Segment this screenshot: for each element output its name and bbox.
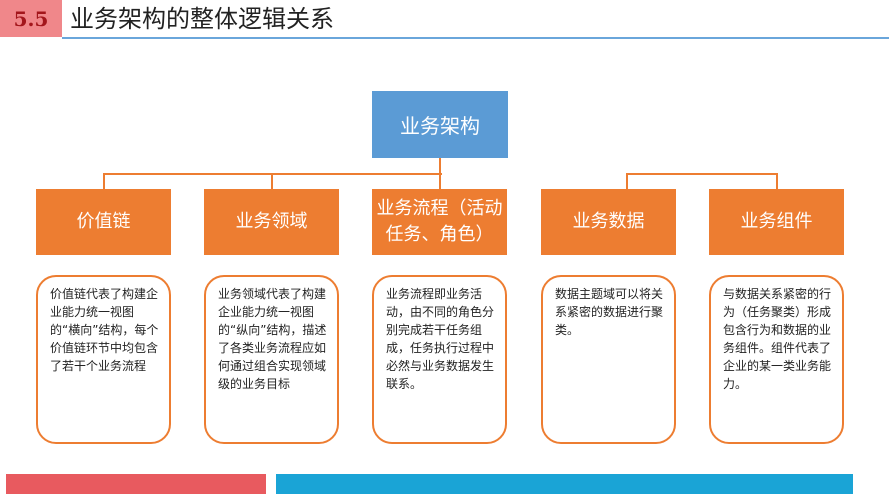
connector-drop-2 [271,173,273,189]
category-business-domain: 业务领域 [204,189,339,255]
description-business-domain: 业务领域代表了构建企业能力统一视图的“纵向”结构，描述了各类业务流程应如何通过组… [204,275,339,444]
connector-drop-1 [103,173,105,189]
page-title: 业务架构的整体逻辑关系 [70,5,334,33]
connector-drop-3 [439,173,441,189]
category-business-data: 业务数据 [541,189,676,255]
description-business-component: 与数据关系紧密的行为（任务聚类）形成包含行为和数据的业务组件。组件代表了企业的某… [709,275,844,444]
category-business-component: 业务组件 [709,189,844,255]
description-value-chain: 价值链代表了构建企业能力统一视图的“横向”结构，每个价值链环节中均包含了若干个业… [36,275,171,444]
footer-bar-red [6,474,266,494]
description-business-data: 数据主题域可以将关系紧密的数据进行聚类。 [541,275,676,444]
footer-bar-blue [276,474,853,494]
category-value-chain: 价值链 [36,189,171,255]
connector-drop-5 [776,173,778,189]
header-divider [62,37,889,39]
section-number: 5.5 [0,0,62,37]
connector-right-bar [626,173,778,175]
description-business-process: 业务流程即业务活动，由不同的角色分别完成若干任务组成，任务执行过程中必然与业务数… [372,275,507,444]
connector-root-stem [439,158,441,175]
category-business-process: 业务流程（活动任务、角色） [372,189,507,255]
root-node-business-architecture: 业务架构 [372,91,508,158]
connector-drop-4 [626,173,628,189]
